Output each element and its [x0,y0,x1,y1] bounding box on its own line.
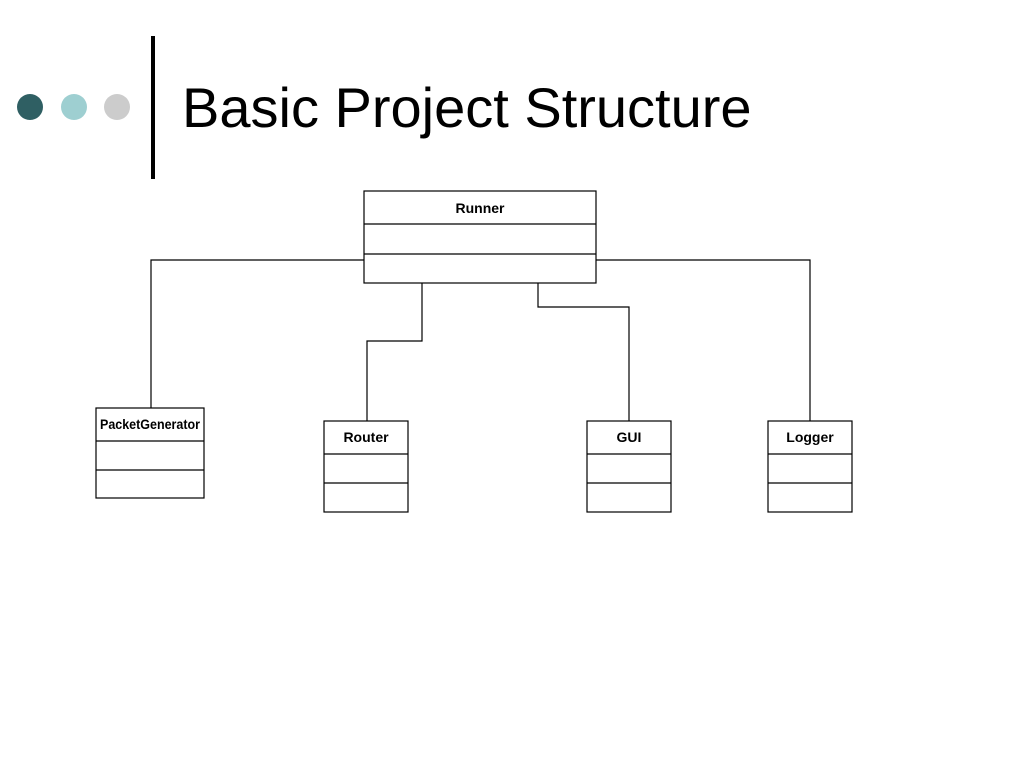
class-name-runner: Runner [456,200,506,216]
connector-runner-logger [596,259,811,421]
class-box-runner: Runner [363,190,597,284]
bullet-dot-gray [104,94,130,120]
class-box-runner-frame [363,190,597,284]
class-box-router-frame [323,420,409,513]
class-box-logger-frame [767,420,853,513]
connector-runner-gui [537,283,630,421]
bullet-dot-dark [17,94,43,120]
class-name-gui: GUI [617,429,642,445]
class-box-gui: GUI [586,420,672,513]
bullet-dot-light [61,94,87,120]
class-name-logger: Logger [786,429,834,445]
slide-title: Basic Project Structure [182,76,752,139]
class-box-logger: Logger [767,420,853,513]
connector-runner-packetgenerator [150,259,364,408]
class-box-packetgenerator-frame [95,407,205,499]
class-box-gui-frame [586,420,672,513]
connector-runner-router [366,283,423,421]
class-name-router: Router [343,429,389,445]
title-divider [151,36,155,179]
class-box-router: Router [323,420,409,513]
connectors [150,259,811,421]
class-box-packetgenerator: PacketGenerator [95,407,205,499]
class-name-packetgenerator: PacketGenerator [100,416,200,432]
